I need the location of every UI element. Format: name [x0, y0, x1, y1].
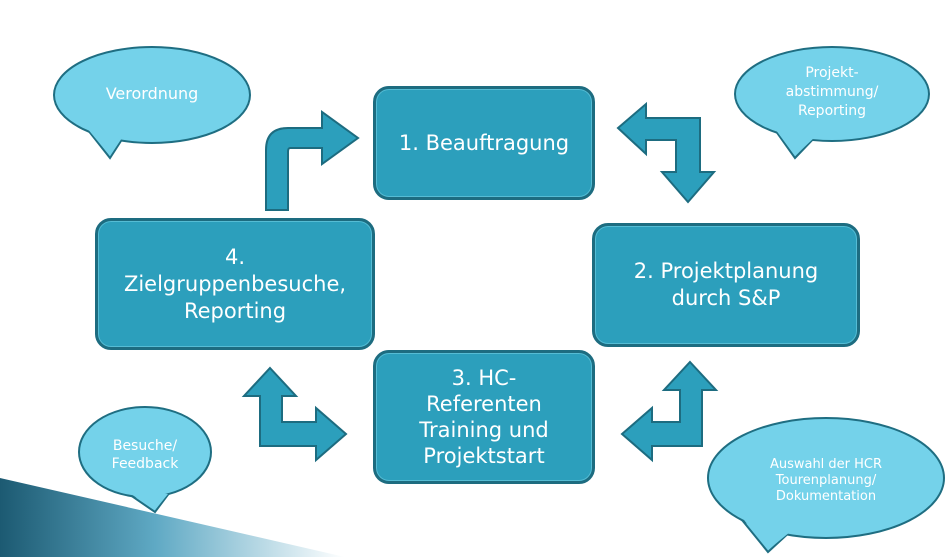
bubble-verordnung-text: Verordnung [62, 84, 242, 104]
bubble-besuche-feedback [78, 406, 212, 514]
bubble-projektabstimmung [734, 46, 930, 160]
step-4-box: 4. Zielgruppenbesuche, Reporting [95, 218, 375, 350]
step-2-line-1: 2. Projektplanung [633, 259, 819, 283]
step-3-line-2: Referenten [426, 392, 542, 416]
bubble-auswahl-line-1: Auswahl der HCR [769, 457, 883, 472]
step-1-label: 1. Beauftragung [398, 130, 570, 155]
arrow-4-to-1 [265, 110, 360, 211]
step-4-line-3: Reporting [183, 298, 287, 323]
arrow-3-to-4 [241, 366, 348, 463]
bubble-projektabstimmung-line-3: Reporting [797, 103, 867, 119]
bubble-auswahl-text: Auswahl der HCR Tourenplanung/ Dokumenta… [736, 457, 916, 505]
step-2-box: 2. Projektplanung durch S&P [592, 223, 860, 347]
step-2-line-2: durch S&P [671, 286, 781, 310]
step-3-box: 3. HC- Referenten Training und Projektst… [373, 350, 595, 484]
step-4-line-1: 4. [224, 244, 246, 269]
bubble-projektabstimmung-line-2: abstimmung/ [785, 84, 879, 100]
bubble-projektabstimmung-text: Projekt- abstimmung/ Reporting [752, 64, 912, 121]
bubble-besuche-text: Besuche/ Feedback [90, 437, 200, 473]
bubble-verordnung [53, 46, 251, 160]
bubble-auswahl-line-2: Tourenplanung/ [775, 473, 877, 488]
bubble-besuche-line-1: Besuche/ [112, 438, 178, 454]
bubble-verordnung-line-1: Verordnung [105, 84, 199, 103]
step-1-box: 1. Beauftragung [373, 86, 595, 200]
step-4-line-2: Zielgruppenbesuche, [123, 271, 347, 296]
arrow-2-to-3 [620, 360, 719, 463]
step-3-line-3: Training und [419, 418, 549, 442]
bubble-auswahl-line-3: Dokumentation [775, 489, 877, 504]
step-3-line-4: Projektstart [423, 444, 545, 468]
bubble-projektabstimmung-line-1: Projekt- [805, 65, 859, 81]
step-3-line-1: 3. HC- [451, 366, 517, 390]
bubble-auswahl-hcr [707, 417, 945, 554]
corner-wedge-decoration [0, 478, 345, 557]
bubble-besuche-line-2: Feedback [111, 456, 179, 472]
arrow-1-to-2 [616, 101, 717, 204]
